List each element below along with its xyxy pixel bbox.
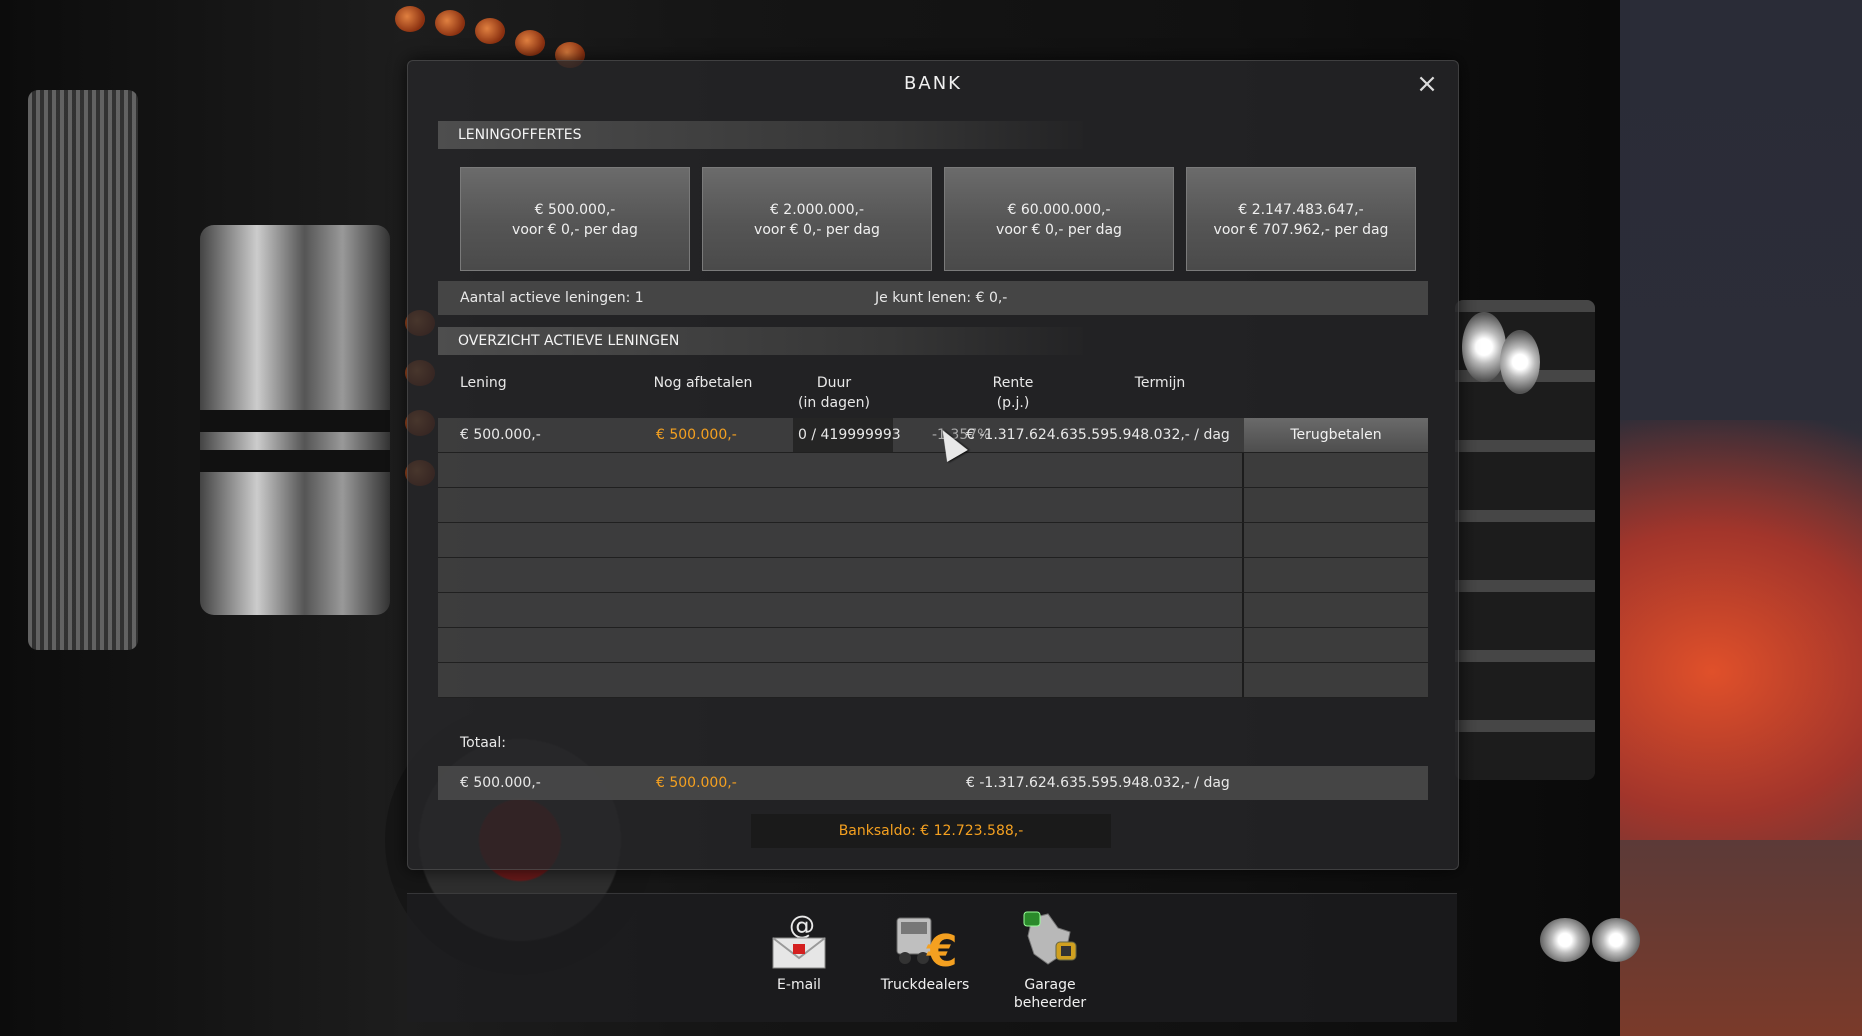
bottom-dock: @ E-mail € Truckdealers <box>407 893 1457 1022</box>
table-row-empty <box>438 453 1428 488</box>
marker-light <box>515 30 545 56</box>
fog-lamp <box>1540 918 1590 962</box>
table-row-empty <box>438 523 1428 558</box>
truck-exhaust <box>28 90 138 650</box>
offer-amount: € 2.147.483.647,- <box>1238 202 1364 218</box>
email-icon: @ <box>767 908 831 972</box>
dock-truckdealers[interactable]: € Truckdealers <box>870 908 980 994</box>
column-loan: Lening <box>460 375 507 391</box>
loan-offer-button[interactable]: € 2.147.483.647,- voor € 707.962,- per d… <box>1186 167 1416 271</box>
dock-label-l1: Garage <box>1024 977 1076 993</box>
row-term: € -1.317.624.635.595.948.032,- / dag <box>966 427 1230 443</box>
dock-garage-manager[interactable]: Garage beheerder <box>995 908 1105 1012</box>
window-title: BANK <box>904 73 962 94</box>
close-icon[interactable]: × <box>1416 69 1438 99</box>
svg-text:€: € <box>926 926 957 972</box>
active-loans-header: OVERZICHT ACTIEVE LENINGEN <box>438 327 1083 355</box>
loan-offer-button[interactable]: € 60.000.000,- voor € 0,- per dag <box>944 167 1174 271</box>
active-loans-count: Aantal actieve leningen: 1 <box>460 290 644 306</box>
table-row-empty <box>438 558 1428 593</box>
column-rate-l2: (p.j.) <box>996 395 1030 411</box>
totals-bar: € 500.000,- € 500.000,- € -1.317.624.635… <box>438 766 1428 800</box>
marker-light <box>435 10 465 36</box>
total-label: Totaal: <box>460 735 506 751</box>
column-rate: Rente (p.j.) <box>968 373 1058 413</box>
loan-offers-header: LENINGOFFERTES <box>438 121 1083 149</box>
offer-cost: voor € 0,- per dag <box>754 222 880 238</box>
column-duration-l1: Duur <box>816 375 852 391</box>
row-separator <box>1242 558 1244 592</box>
dock-label-l2: beheerder <box>1013 995 1087 1011</box>
row-separator <box>1242 523 1244 557</box>
row-separator <box>1242 663 1244 697</box>
truckdealer-icon: € <box>893 908 958 977</box>
offer-cost: voor € 0,- per dag <box>512 222 638 238</box>
table-row-empty <box>438 488 1428 523</box>
column-term: Termijn <box>1134 375 1186 391</box>
offer-cost: voor € 0,- per dag <box>996 222 1122 238</box>
offer-amount: € 60.000.000,- <box>1007 202 1111 218</box>
duration-box <box>793 418 893 452</box>
headlamp <box>1500 330 1540 394</box>
loan-offer-button[interactable]: € 2.000.000,- voor € 0,- per dag <box>702 167 932 271</box>
fog-lamp <box>1592 918 1640 962</box>
row-loan: € 500.000,- <box>460 427 541 443</box>
bank-balance: Banksaldo: € 12.723.588,- <box>751 814 1111 848</box>
loan-offer-button[interactable]: € 500.000,- voor € 0,- per dag <box>460 167 690 271</box>
active-loans-table: € 500.000,- € 500.000,- 0 / 419999993 -1… <box>438 418 1428 698</box>
total-remaining: € 500.000,- <box>656 775 737 791</box>
marker-light <box>475 18 505 44</box>
column-remaining: Nog afbetalen <box>653 375 753 391</box>
dock-email[interactable]: @ E-mail <box>744 908 854 994</box>
table-row-empty <box>438 628 1428 663</box>
offer-amount: € 2.000.000,- <box>769 202 865 218</box>
row-separator <box>1242 628 1244 662</box>
row-separator <box>1242 453 1244 487</box>
row-duration: 0 / 419999993 <box>798 427 901 443</box>
row-remaining: € 500.000,- <box>656 427 737 443</box>
total-loan: € 500.000,- <box>460 775 541 791</box>
offer-amount: € 500.000,- <box>534 202 616 218</box>
garage-manager-icon <box>1018 908 1082 972</box>
column-duration: Duur (in dagen) <box>784 373 884 413</box>
row-separator <box>1242 593 1244 627</box>
column-rate-l1: Rente <box>992 375 1034 391</box>
dock-label: Truckdealers <box>880 977 970 993</box>
row-rate: -1.357% <box>932 427 991 443</box>
table-row-empty <box>438 593 1428 628</box>
bank-window: BANK × LENINGOFFERTES € 500.000,- voor €… <box>407 60 1459 870</box>
tank-band <box>200 450 390 472</box>
table-row: € 500.000,- € 500.000,- 0 / 419999993 -1… <box>438 418 1428 453</box>
svg-text:@: @ <box>789 911 815 941</box>
column-duration-l2: (in dagen) <box>798 395 870 411</box>
repay-button[interactable]: Terugbetalen <box>1244 418 1428 452</box>
total-term: € -1.317.624.635.595.948.032,- / dag <box>966 775 1230 791</box>
offer-cost: voor € 707.962,- per dag <box>1213 222 1389 238</box>
borrow-limit: Je kunt lenen: € 0,- <box>875 290 1008 306</box>
row-separator <box>1242 488 1244 522</box>
dock-label: E-mail <box>777 977 821 993</box>
tank-band <box>200 410 390 432</box>
loan-offers: € 500.000,- voor € 0,- per dag € 2.000.0… <box>460 167 1416 271</box>
loan-info-bar: Aantal actieve leningen: 1 Je kunt lenen… <box>438 281 1428 315</box>
table-row-empty <box>438 663 1428 698</box>
dock-label: Garage beheerder <box>995 976 1105 1012</box>
marker-light <box>395 6 425 32</box>
headlamp <box>1462 312 1506 382</box>
